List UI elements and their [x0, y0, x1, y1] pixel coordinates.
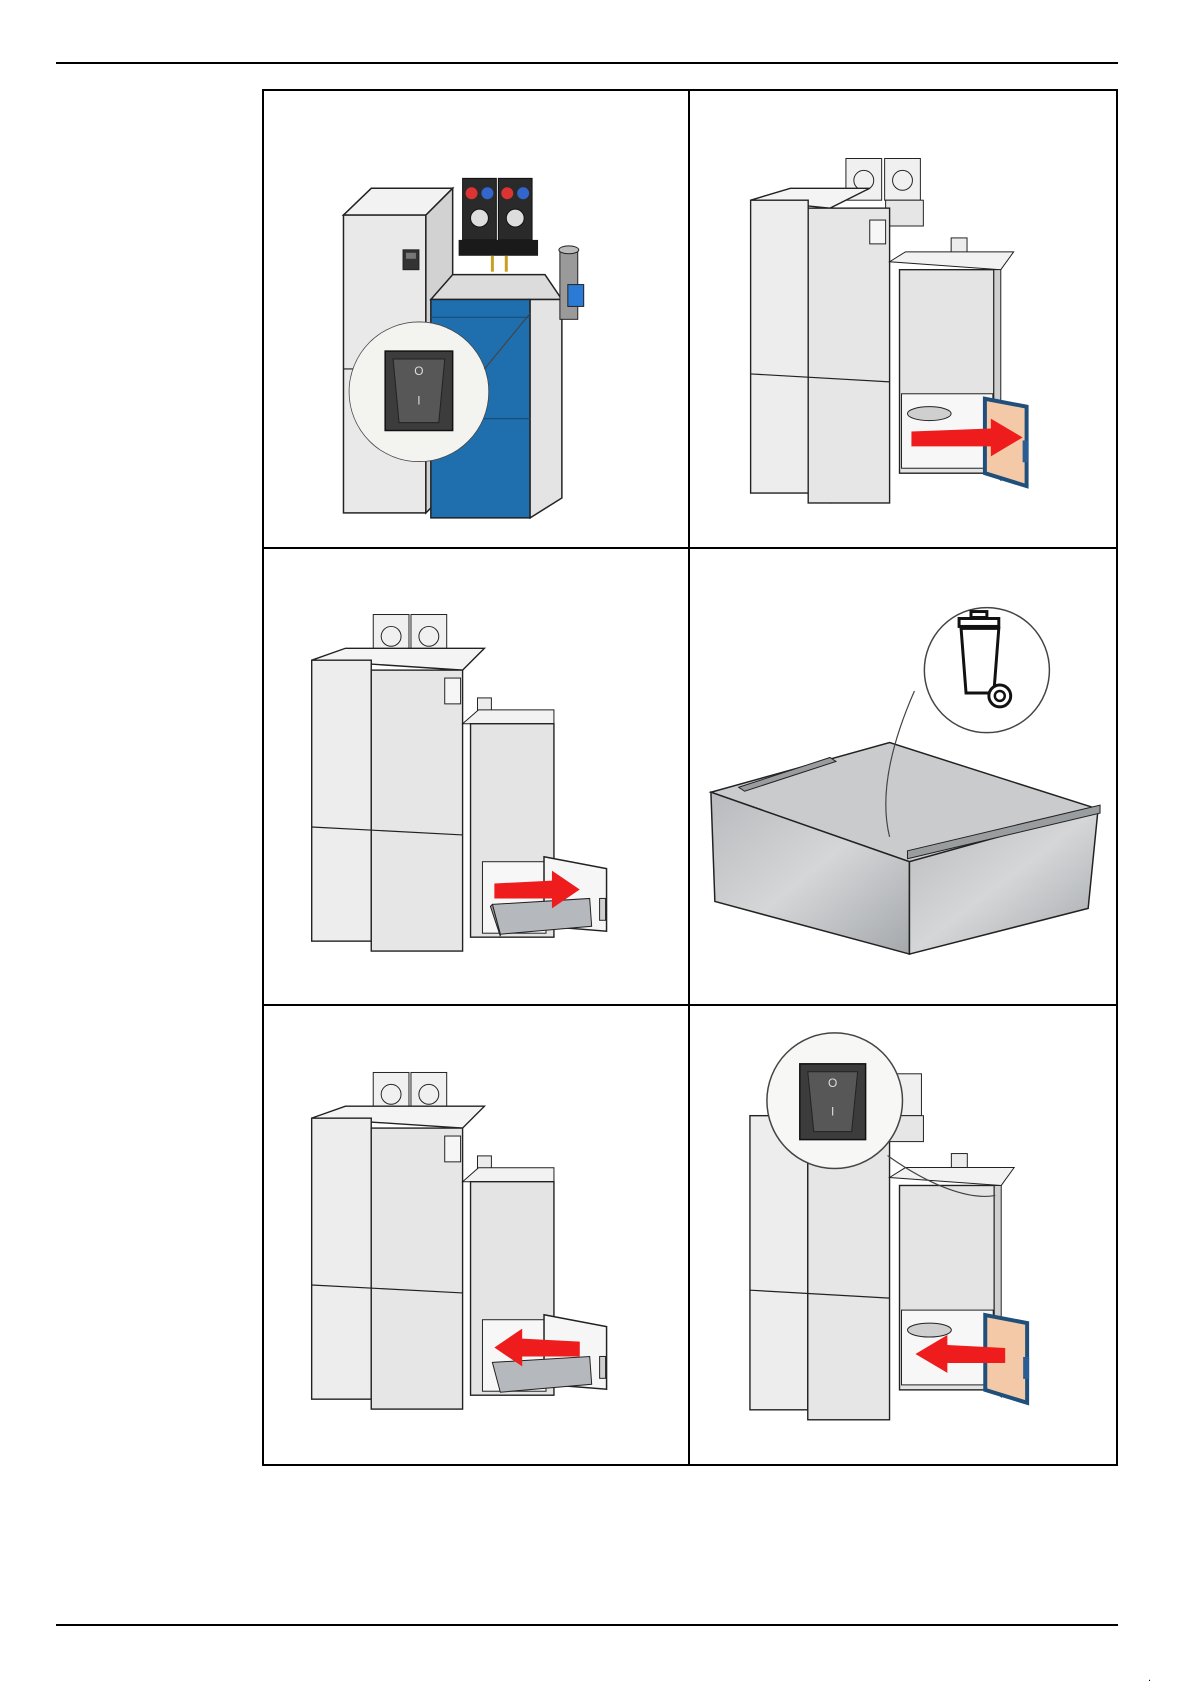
step-pull-ash-box-panel — [264, 549, 690, 1007]
switch-on-symbol: I — [831, 1105, 834, 1119]
step-close-door-switch-on-panel: O I — [690, 1006, 1116, 1464]
boiler-switch-on-illustration: O I — [690, 1006, 1116, 1464]
step-insert-ash-box-panel — [264, 1006, 690, 1464]
switch-off-symbol: O — [414, 364, 423, 378]
switch-on-symbol: I — [417, 394, 420, 408]
footer-rule — [56, 1624, 1118, 1626]
switch-off-symbol: O — [828, 1076, 837, 1090]
boiler-door-open-illustration — [690, 91, 1116, 547]
step-open-door-panel — [690, 91, 1116, 549]
step-empty-ash-box-panel — [690, 549, 1116, 1007]
step-switch-off-panel: O I — [264, 91, 690, 549]
boiler-illustration: O I — [264, 91, 688, 547]
ash-box-pull-illustration — [264, 549, 688, 1005]
header-rule — [56, 62, 1118, 64]
ash-box-insert-illustration — [264, 1006, 688, 1464]
power-switch-icon: O I — [800, 1064, 866, 1140]
power-switch-icon: O I — [385, 351, 453, 430]
instruction-figure-grid: O I — [262, 89, 1118, 1466]
page-number: . — [1148, 1672, 1151, 1684]
ash-box-empty-illustration — [690, 549, 1116, 1005]
